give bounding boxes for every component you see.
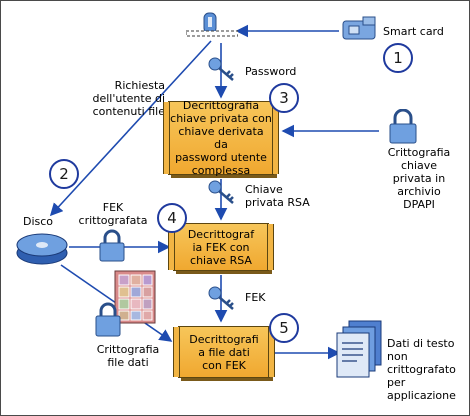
disk-label: Disco bbox=[23, 215, 54, 228]
key-icon bbox=[208, 57, 234, 81]
step-1-badge: 1 bbox=[383, 43, 413, 73]
user-request-label: Richiesta dell'utente di contenuti file bbox=[92, 79, 165, 118]
step-3-badge: 3 bbox=[269, 83, 299, 113]
decrypt-fek-box: Decrittograf ia FEK con chiave RSA bbox=[168, 223, 274, 271]
smart-card-reader-icon bbox=[186, 12, 238, 37]
fek-label: FEK bbox=[245, 291, 266, 304]
smart-card-label: Smart card bbox=[383, 25, 444, 38]
step-5-badge: 5 bbox=[269, 313, 299, 343]
plaintext-output-label: Dati di testo non crittografato per appl… bbox=[387, 337, 456, 402]
key-icon bbox=[208, 286, 234, 310]
step-2-badge: 2 bbox=[49, 159, 79, 189]
dpapi-label: Crittografia chiave privata in archivio … bbox=[387, 146, 451, 211]
smart-card-icon bbox=[342, 16, 376, 40]
decrypt-data-box: Decrittografi a file dati con FEK bbox=[173, 326, 275, 378]
encrypted-data-file-label: Crittografia file dati bbox=[96, 343, 160, 369]
password-label: Password bbox=[245, 65, 297, 78]
lock-icon bbox=[99, 229, 125, 262]
rsa-private-key-label: Chiave privata RSA bbox=[245, 183, 310, 209]
document-icon bbox=[336, 320, 382, 378]
key-icon bbox=[208, 180, 234, 204]
arrow-request-to-disk bbox=[49, 40, 212, 217]
decrypt-private-key-box: Decrittografia chiave privata con chiave… bbox=[163, 99, 279, 177]
fek-encrypted-label: FEK crittografata bbox=[78, 201, 148, 227]
disk-icon bbox=[16, 233, 68, 265]
lock-icon bbox=[389, 109, 417, 144]
encrypted-file-icon bbox=[95, 270, 156, 337]
step-4-badge: 4 bbox=[157, 203, 187, 233]
